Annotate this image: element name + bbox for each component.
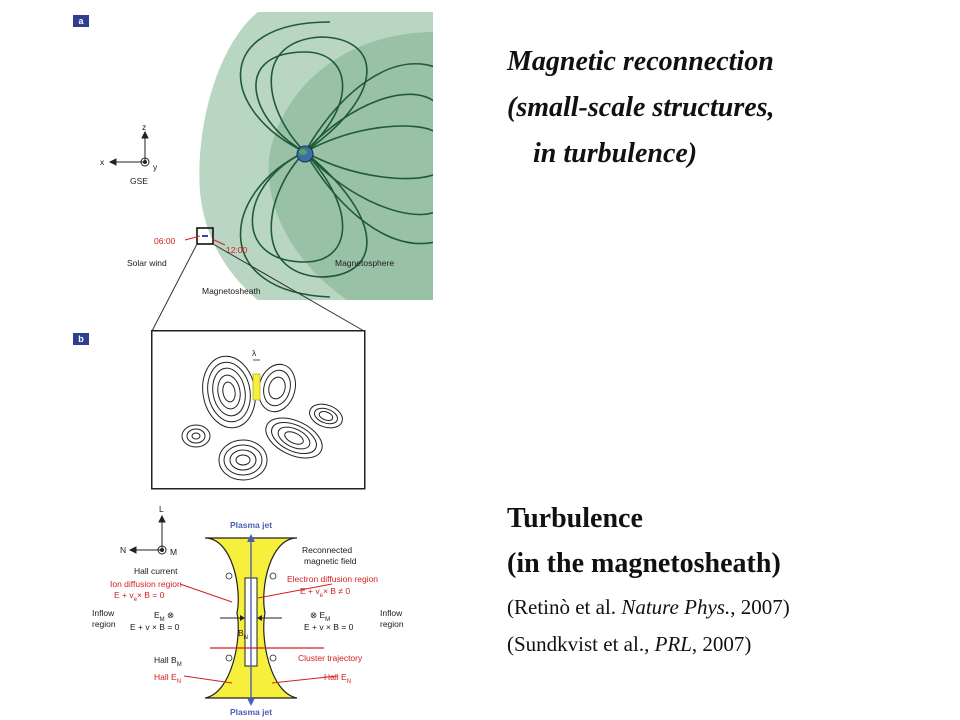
reconnected-label-1: Reconnected [302,545,352,555]
axis-m-label: M [170,547,177,557]
time-start-label: 06:00 [154,236,176,246]
plasma-jet-bottom-label: Plasma jet [230,707,272,717]
reference-sundkvist-authors: (Sundkvist et al., [507,632,655,656]
panel-b-tag: b [73,333,89,345]
ion-diffusion-label: Ion diffusion region [110,579,182,589]
cluster-trajectory-label: Cluster trajectory [298,653,363,663]
em-right-eq: E + v × B = 0 [304,622,354,632]
electron-diffusion-eq: E + ve× B ≠ 0 [300,586,350,599]
reconnected-label-2: magnetic field [304,556,357,566]
solar-wind-label: Solar wind [127,258,167,268]
axis-n-label: N [120,545,126,555]
lnm-axes-icon [128,514,167,555]
reference-sundkvist: (Sundkvist et al., PRL, 2007) [507,631,751,657]
hall-current-label: Hall current [134,566,178,576]
reconnection-title-line3: in turbulence) [533,138,698,169]
inflow-right-label-2: region [380,619,404,629]
gse-label: GSE [130,176,148,186]
turbulence-title-line1: Turbulence [507,503,643,534]
magnetosphere-region [268,32,433,300]
reference-retino: (Retinò et al. Nature Phys., 2007) [507,594,790,620]
reference-retino-journal: Nature Phys. [621,595,731,619]
reconnection-title-line2: (small-scale structures, [507,92,775,123]
inflow-left-label-2: region [92,619,116,629]
axis-l-label: L [159,504,164,514]
inflow-right-label-1: Inflow [380,608,403,618]
axis-x-label: x [100,157,105,167]
field-lines [239,21,433,298]
reconnection-figure: L N M Plasma jet Plasma jet Reconnected … [92,504,404,717]
plasma-jet-top-label: Plasma jet [230,520,272,530]
reference-retino-year: , 2007) [730,595,790,619]
em-left-eq: E + v × B = 0 [130,622,180,632]
reconnection-title-line1: Magnetic reconnection [507,46,774,77]
gse-axes-icon [108,130,150,167]
reference-sundkvist-year: , 2007) [691,632,752,656]
magnetosphere-label: Magnetosphere [335,258,394,268]
axis-y-label: y [153,162,158,172]
axis-z-label: z [142,122,146,132]
current-sheet [252,373,261,401]
reference-sundkvist-journal: PRL [654,632,692,656]
hall-en-right-label: Hall EN [324,672,351,685]
ion-diffusion-eq: E + ve× B = 0 [114,590,165,603]
electron-diffusion-label: Electron diffusion region [287,574,378,584]
trajectory-box [196,227,214,245]
em-right-label: ⊗ EM [310,610,330,623]
time-end-label: 12:00 [226,245,248,255]
bn-label: BN [238,628,248,641]
panel-a-tag: a [73,15,89,27]
hall-en-left-label: Hall EN [154,672,181,685]
magnetosheath-label: Magnetosheath [202,286,261,296]
turbulence-figure: λ [151,330,366,490]
inflow-left-label-1: Inflow [92,608,115,618]
turbulence-title-line2: (in the magnetosheath) [507,548,781,579]
reference-retino-authors: (Retinò et al. [507,595,622,619]
hall-bm-label: Hall BM [154,655,182,668]
lambda-label: λ [252,348,257,358]
magnetosphere-figure: z x y GSE 06:00 12:00 Solar wind Magneto… [100,12,433,300]
em-left-label: EM ⊗ [154,610,174,623]
